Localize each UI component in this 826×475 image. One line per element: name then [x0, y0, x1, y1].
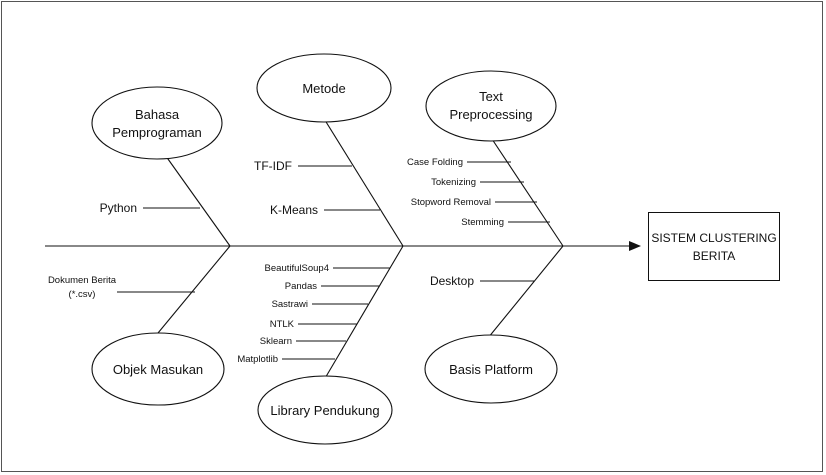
- cause-stemming: Stemming: [461, 217, 504, 228]
- cause-matplotlib: Matplotlib: [237, 354, 278, 365]
- category-bahasa-ellipse: [91, 86, 223, 160]
- category-objek-title: Objek Masukan: [113, 362, 203, 377]
- category-text-title-line1: Text: [479, 89, 503, 104]
- bone-metode: [322, 116, 404, 247]
- bone-basis: [487, 245, 564, 339]
- cause-beautifulsoup: BeautifulSoup4: [265, 263, 329, 274]
- category-text-ellipse: [425, 70, 557, 142]
- category-text-title-line2: Preprocessing: [449, 107, 532, 122]
- cause-kmeans: K-Means: [270, 203, 318, 217]
- category-bahasa-title-line2: Pemprograman: [112, 125, 202, 140]
- category-metode-ellipse: [256, 53, 392, 123]
- category-basis-ellipse: [424, 334, 558, 404]
- cause-casefolding: Case Folding: [407, 157, 463, 168]
- bone-objek: [157, 245, 231, 334]
- category-library-title: Library Pendukung: [270, 403, 379, 418]
- category-bahasa-title-line1: Bahasa: [135, 107, 180, 122]
- cause-dokumen-berita: Dokumen Berita: [48, 275, 117, 286]
- effect-title-line2: BERITA: [692, 248, 736, 263]
- cause-tokenizing: Tokenizing: [431, 177, 476, 188]
- effect-title-line1: SISTEM CLUSTERING: [651, 230, 777, 245]
- cause-dokumen-csv: (*.csv): [69, 289, 96, 300]
- bone-text: [485, 129, 564, 247]
- cause-pandas: Pandas: [285, 281, 317, 292]
- category-objek-ellipse: [91, 332, 225, 406]
- cause-sastrawi: Sastrawi: [272, 299, 308, 310]
- bone-library: [323, 245, 404, 381]
- cause-tfidf: TF-IDF: [254, 159, 292, 173]
- cause-desktop: Desktop: [430, 274, 474, 288]
- bone-bahasa: [157, 144, 231, 247]
- cause-stopword: Stopword Removal: [411, 197, 491, 208]
- category-library-ellipse: [257, 375, 393, 445]
- category-metode-title: Metode: [302, 81, 345, 96]
- cause-ntlk: NTLK: [270, 319, 295, 330]
- cause-python: Python: [100, 201, 137, 215]
- cause-sklearn: Sklearn: [260, 336, 292, 347]
- category-basis-title: Basis Platform: [449, 362, 533, 377]
- effect-box: SISTEM CLUSTERING BERITA: [648, 212, 780, 281]
